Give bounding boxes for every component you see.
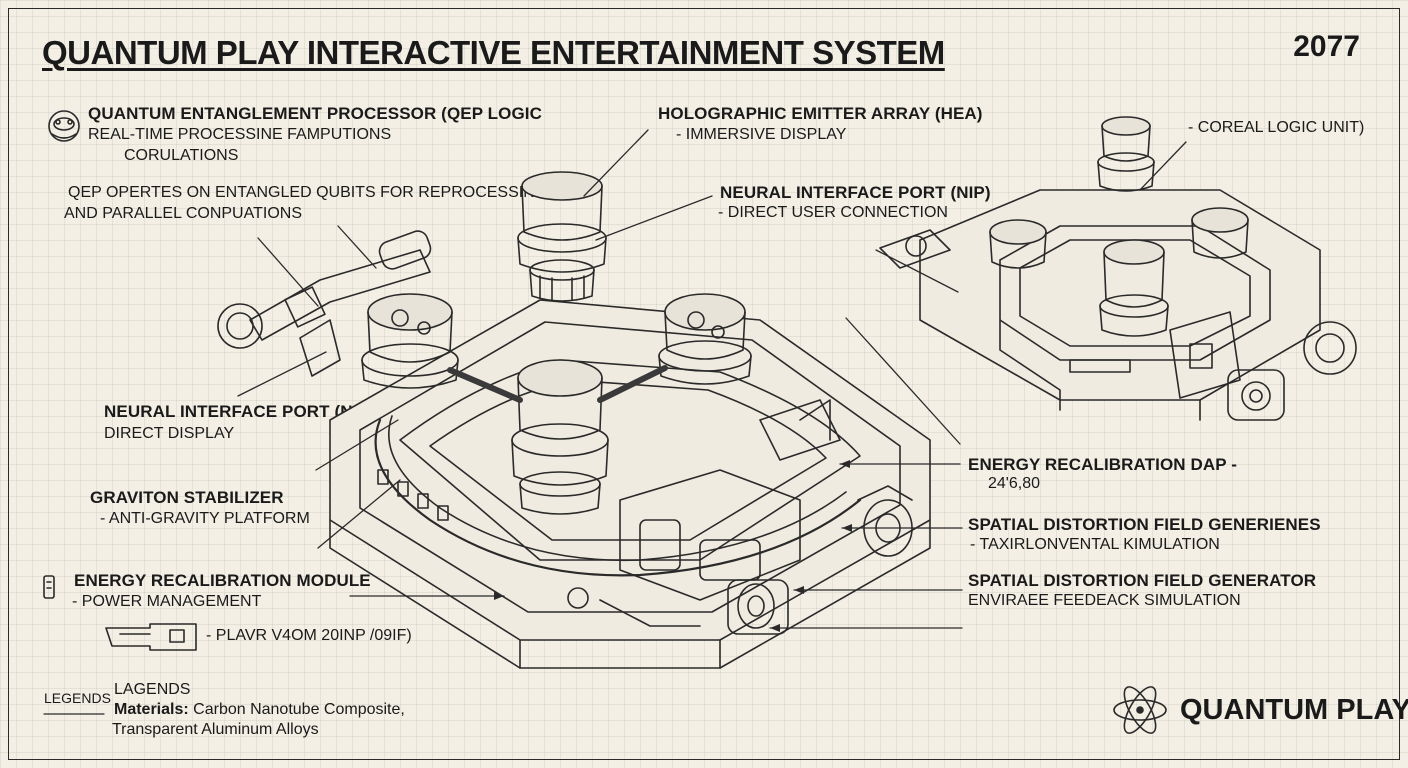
graviton-sub: - ANTI-GRAVITY PLATFORM (100, 510, 310, 527)
processor-icon (48, 110, 80, 142)
sdf2-sub: ENVIRAEE FEEDEACK SIMULATION (968, 592, 1241, 609)
page-title: QUANTUM PLAY INTERACTIVE ENTERTAINMENT S… (42, 34, 945, 71)
materials-label: Materials: (114, 701, 189, 718)
qep-title: QUANTUM ENTANGLEMENT PROCESSOR (QEP LOGI… (88, 104, 542, 123)
nip-top-sub: - DIRECT USER CONNECTION (718, 204, 948, 221)
brand-name: QUANTUM PLAY (1180, 694, 1408, 726)
legend-label: LEGENDS (44, 690, 111, 706)
qep-line2: CORULATIONS (124, 147, 239, 164)
erd-sub: 24'6,80 (988, 475, 1040, 492)
coreal-label: - COREAL LOGIC UNIT) (1188, 119, 1365, 136)
plavr-label: - PLAVR V4OM 20INP /09IF) (206, 627, 412, 644)
atom-icon (1113, 686, 1167, 734)
erm-sub: - POWER MANAGEMENT (72, 593, 262, 610)
nip-left-title: NEURAL INTERFACE PORT (NIP) (104, 402, 375, 421)
materials-line2: Transparent Aluminum Alloys (112, 721, 319, 738)
graviton-title: GRAVITON STABILIZER (90, 488, 284, 507)
legend-materials: Materials: Carbon Nanotube Composite, (114, 701, 405, 719)
nip-top-title: NEURAL INTERFACE PORT (NIP) (720, 183, 991, 202)
secondary-console (879, 116, 1357, 421)
sdf1-sub: - TAXIRLONVENTAL KIMULATION (970, 536, 1220, 553)
drawing-frame (8, 8, 1400, 760)
erm-title: ENERGY RECALIBRATION MODULE (74, 571, 371, 590)
connector-icon (105, 623, 197, 651)
erd-title: ENERGY RECALIBRATION DAP - (968, 455, 1237, 474)
legend-heading: LAGENDS (114, 681, 191, 698)
qep-note-line2: AND PARALLEL CONPUATIONS (64, 205, 302, 222)
nip-left-sub: DIRECT DISPLAY (104, 425, 235, 442)
materials-line1: Carbon Nanotube Composite, (193, 701, 405, 718)
qep-note-line1: QEP OPERTES ON ENTANGLED QUBITS FOR REPR… (68, 184, 548, 201)
battery-icon (43, 575, 55, 599)
qep-line1: REAL-TIME PROCESSINE FAMPUTIONS (88, 126, 392, 143)
hea-sub: - IMMERSIVE DISPLAY (676, 126, 847, 143)
leader-arrowheads (494, 460, 852, 632)
sdf2-title: SPATIAL DISTORTION FIELD GENERATOR (968, 571, 1317, 590)
leader-lines (237, 129, 1187, 629)
hea-title: HOLOGRAPHIC EMITTER ARRAY (HEA) (658, 104, 983, 123)
sdf1-title: SPATIAL DISTORTION FIELD GENERIENES (968, 515, 1321, 534)
main-console (217, 171, 931, 669)
year-label: 2077 (1293, 30, 1360, 63)
